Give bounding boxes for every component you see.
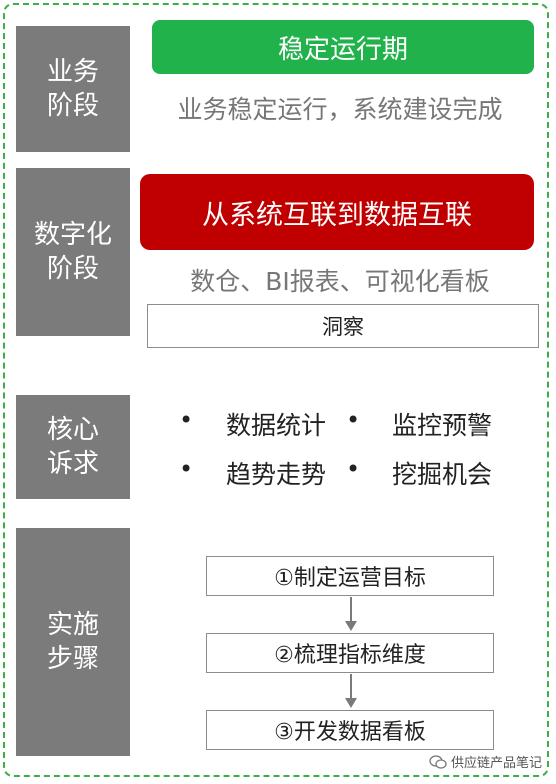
step-box-1: ①制定运营目标 [206,556,494,596]
banner-text: 稳定运行期 [277,34,408,65]
need-item: 监控预警 [392,411,493,440]
wechat-watermark: 供应链产品笔记 [429,752,542,771]
step-text: ②梳理指标维度 [274,643,426,668]
stage-label-needs: 核心 诉求 [16,395,130,499]
need-item: 数据统计 [226,411,327,440]
step-text: ③开发数据看板 [274,720,426,745]
stage-label-line: 阶段 [46,254,99,284]
step-box-3: ③开发数据看板 [206,710,494,750]
stage-label-steps: 实施 步骤 [16,528,130,756]
bullet-icon: • [179,455,194,483]
data-interconnect-banner: 从系统互联到数据互联 [140,174,534,250]
banner-text: 从系统互联到数据互联 [202,199,472,231]
need-item: 挖掘机会 [392,460,493,489]
down-arrow-icon [345,674,357,708]
outer-dashed-frame [3,3,549,777]
stage-label-line: 数字化 [33,220,112,250]
step-text: ①制定运营目标 [274,566,426,591]
watermark-text: 供应链产品笔记 [450,756,542,771]
down-arrow-icon [345,597,357,631]
stage-label-line: 核心 [46,415,99,445]
stage-label-line: 阶段 [46,91,99,121]
bullet-icon: • [346,406,361,434]
bullet-icon: • [346,455,361,483]
step-box-2: ②梳理指标维度 [206,633,494,673]
insight-box: 洞察 [147,304,539,348]
stage-label-line: 诉求 [46,449,99,479]
stage-label-business: 业务 阶段 [16,26,130,152]
stage-label-line: 业务 [46,57,99,87]
need-item: 趋势走势 [226,460,327,489]
stable-period-banner: 稳定运行期 [152,20,534,74]
digital-description: 数仓、BI报表、可视化看板 [190,267,490,296]
business-description: 业务稳定运行，系统建设完成 [177,95,503,124]
stage-label-digital: 数字化 阶段 [16,168,130,336]
bullet-icon: • [179,406,194,434]
insight-text: 洞察 [322,315,364,339]
stage-label-line: 步骤 [46,644,99,674]
stage-label-line: 实施 [46,610,99,640]
wechat-icon [429,754,447,769]
